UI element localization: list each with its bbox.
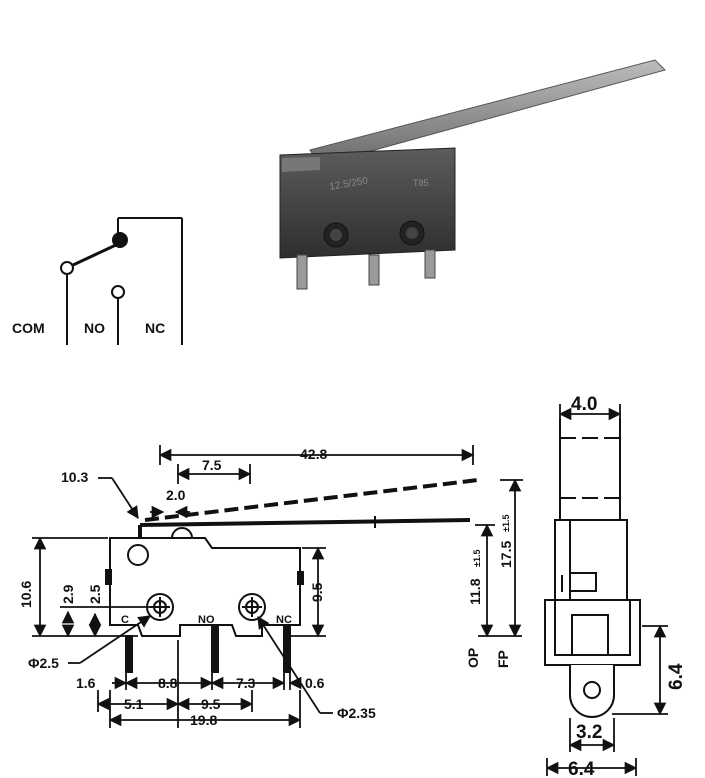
dim-9-5-horizontal: 9.5 [201,696,221,712]
dim-8-8: 8.8 [158,675,178,691]
dim-5-1: 5.1 [124,696,144,712]
dim-4-0: 4.0 [571,394,597,415]
dim-6-4-vertical: 6.4 [666,663,687,690]
terminal-nc-label: NC [276,614,292,626]
dim-42-8: 42.8 [300,446,327,462]
dim-0-6: 0.6 [305,675,325,691]
dim-1-6: 1.6 [76,675,96,691]
side-view-dims [32,445,523,728]
dim-11-8: 11.8 [467,578,483,605]
end-view [544,418,641,718]
side-view [105,478,479,673]
dim-10-6: 10.6 [18,581,34,608]
dim-10-3: 10.3 [61,469,88,485]
dim-2-9: 2.9 [60,584,76,604]
switch-photo: 12.5/250 T85 [279,59,666,290]
dim-6-4-horizontal: 6.4 [568,759,595,778]
dim-7-3: 7.3 [236,675,256,691]
tol-17-5: ±1.5 [501,515,511,532]
terminal-c-label: C [121,614,129,626]
dim-3-2: 3.2 [576,722,602,743]
dim-19-8: 19.8 [190,712,217,728]
phi-2-5: Φ2.5 [28,655,59,671]
nc-label: NC [145,320,165,336]
phi-2-35: Φ2.35 [337,705,376,721]
tol-11-8: ±1.5 [472,550,482,567]
terminal-no-label: NO [198,614,215,626]
no-label: NO [84,320,105,336]
lever-photo [309,59,666,166]
dim-2-0: 2.0 [166,487,186,503]
dim-2-5: 2.5 [87,584,103,604]
com-label: COM [12,320,45,336]
end-view-dims [545,404,668,776]
fp-label: FP [495,650,511,668]
op-label: OP [465,648,481,668]
dim-9-5-vertical: 9.5 [309,582,325,602]
dim-7-5: 7.5 [202,457,222,473]
schematic [60,217,183,345]
dim-17-5: 17.5 [498,541,514,568]
photo-body-text-2: T85 [413,178,429,188]
